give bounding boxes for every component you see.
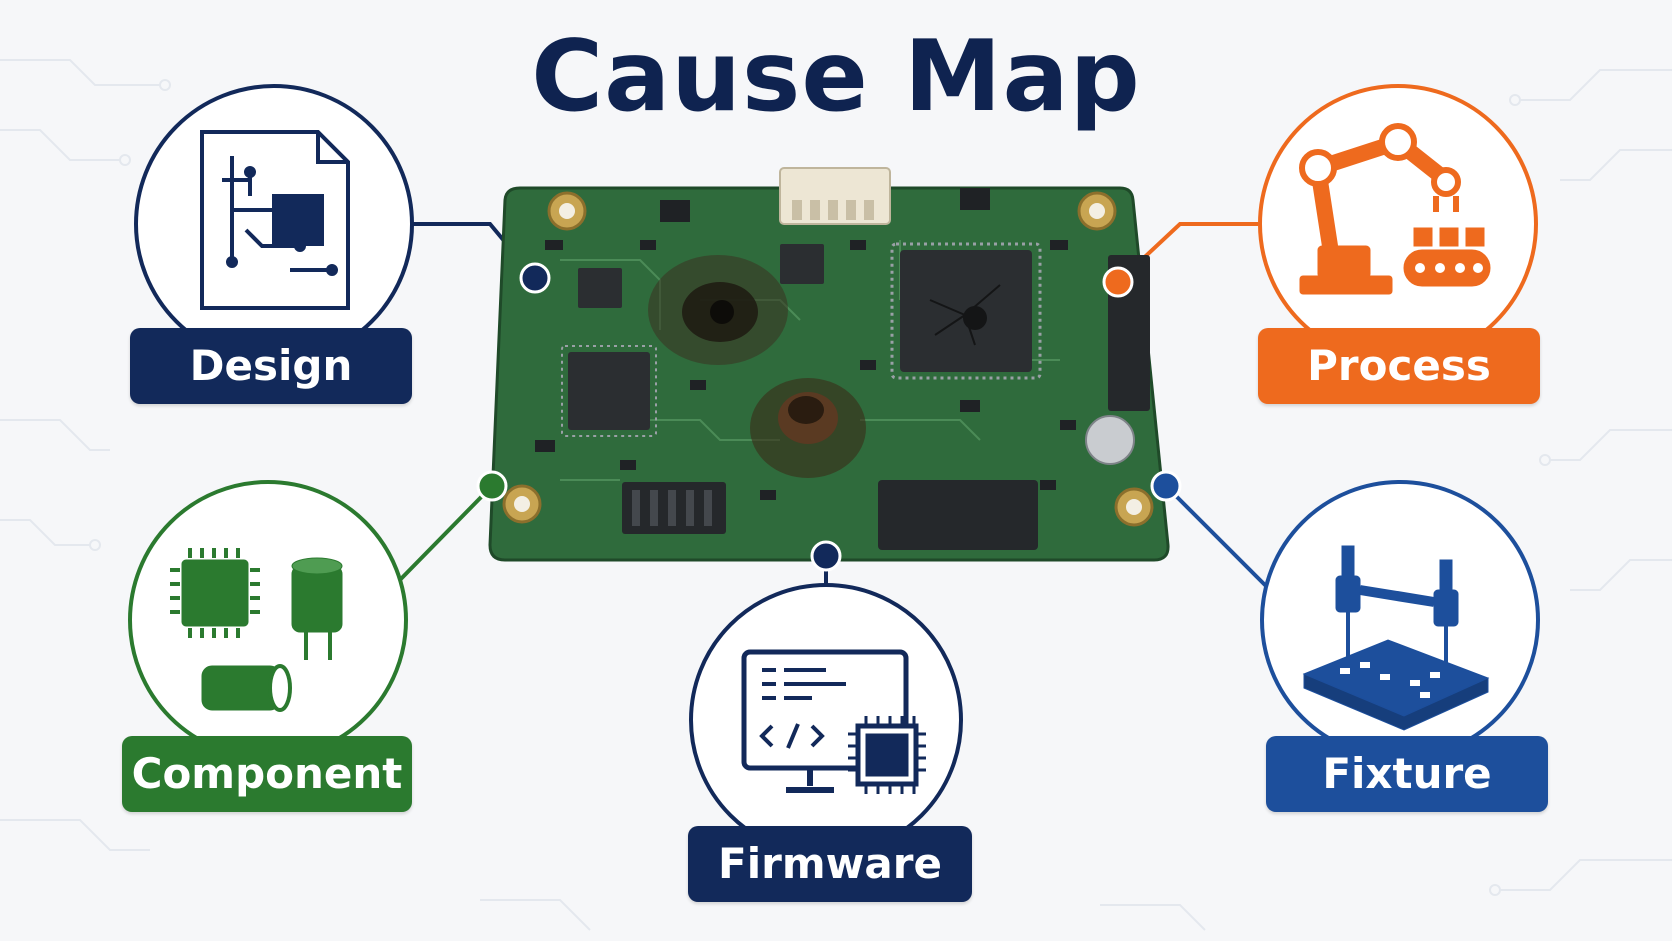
connector-fixture: [1164, 484, 1270, 590]
test-fixture-icon: [1302, 545, 1490, 731]
design-label: Design: [130, 328, 412, 404]
pcb-schematic-document-icon: [200, 130, 350, 310]
fixture-label: Fixture: [1266, 736, 1548, 812]
firmware-label: Firmware: [688, 826, 972, 902]
anchor-dot-fixture: [1150, 470, 1182, 502]
burn-damage-marks: [648, 255, 866, 478]
electronic-components-icon: [170, 548, 343, 712]
component-node: [128, 480, 408, 760]
page-title: Cause Map: [531, 20, 1141, 134]
computer-code-chip-icon: [741, 649, 926, 794]
component-label: Component: [122, 736, 412, 812]
damaged-circuit-board-icon: [488, 167, 1170, 562]
connector-component: [390, 484, 494, 590]
process-label: Process: [1258, 328, 1540, 404]
anchor-dot-component: [476, 470, 508, 502]
anchor-dot-firmware: [810, 540, 842, 572]
robotic-arm-conveyor-icon: [1299, 123, 1491, 295]
firmware-node: [689, 583, 963, 857]
fixture-node: [1260, 480, 1540, 760]
anchor-dot-design: [519, 262, 551, 294]
design-node: [134, 84, 414, 364]
anchor-dot-process: [1102, 266, 1134, 298]
